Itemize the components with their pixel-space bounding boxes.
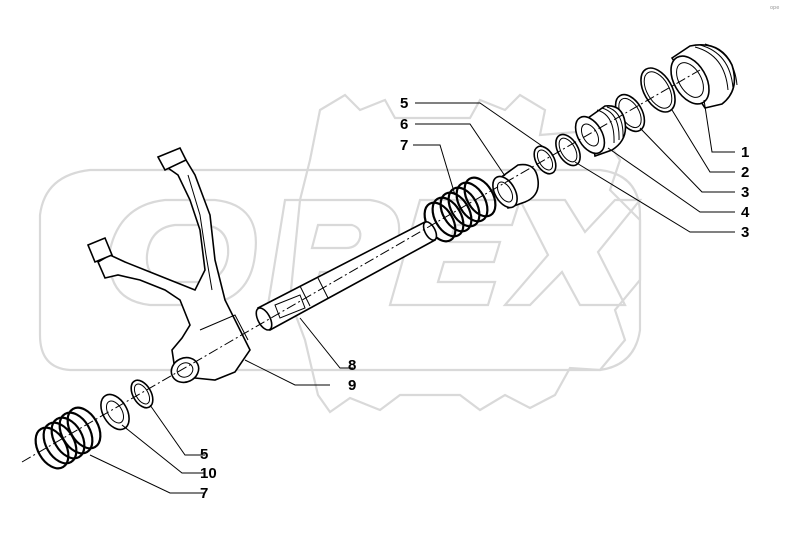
part-9-shift-fork <box>86 146 251 384</box>
part-5-snap-ring-lower <box>130 379 154 409</box>
leader-3b <box>574 161 735 233</box>
leader-7b <box>89 454 205 494</box>
leader-3a <box>639 127 735 193</box>
callout-7: 7 <box>200 485 208 502</box>
callout-1: 1 <box>741 144 749 161</box>
leader-5b <box>149 404 205 456</box>
watermark <box>38 93 643 414</box>
leader-7a <box>413 144 456 196</box>
corner-mark: ope <box>770 5 779 11</box>
callout-5: 5 <box>200 446 208 463</box>
callout-5: 5 <box>400 95 408 112</box>
part-3-o-ring-lower <box>555 133 581 167</box>
watermark-letter-x <box>502 198 643 307</box>
part-8-shaft <box>255 220 438 332</box>
callout-6: 6 <box>400 116 408 133</box>
callout-2: 2 <box>741 164 749 181</box>
leader-5a <box>415 102 546 149</box>
part-7-coil-spring-lower <box>34 406 102 470</box>
leader-1 <box>703 99 735 153</box>
callout-9: 9 <box>348 377 356 394</box>
assembly-axis-line <box>21 69 701 463</box>
leader-6 <box>415 123 506 177</box>
leader-4 <box>607 147 735 213</box>
part-1-threaded-plug <box>670 43 738 109</box>
leader-10 <box>121 424 205 474</box>
callout-7: 7 <box>400 137 408 154</box>
leader-lines <box>89 99 735 494</box>
callout-8: 8 <box>348 357 356 374</box>
callout-4: 4 <box>741 204 750 221</box>
part-2-o-ring <box>640 67 676 113</box>
part-6-spacer-sleeve <box>492 163 540 210</box>
callout-10: 10 <box>200 465 217 482</box>
callout-labels: 1 2 3 4 3 5 6 7 8 9 5 10 7 <box>200 95 750 502</box>
watermark-letter-e <box>388 198 522 307</box>
leader-8 <box>299 317 353 369</box>
callout-3: 3 <box>741 184 749 201</box>
callout-3: 3 <box>741 224 749 241</box>
watermark-frame <box>38 168 642 372</box>
leader-9 <box>244 359 330 386</box>
leader-2 <box>671 109 735 173</box>
part-10-washer <box>100 393 130 431</box>
